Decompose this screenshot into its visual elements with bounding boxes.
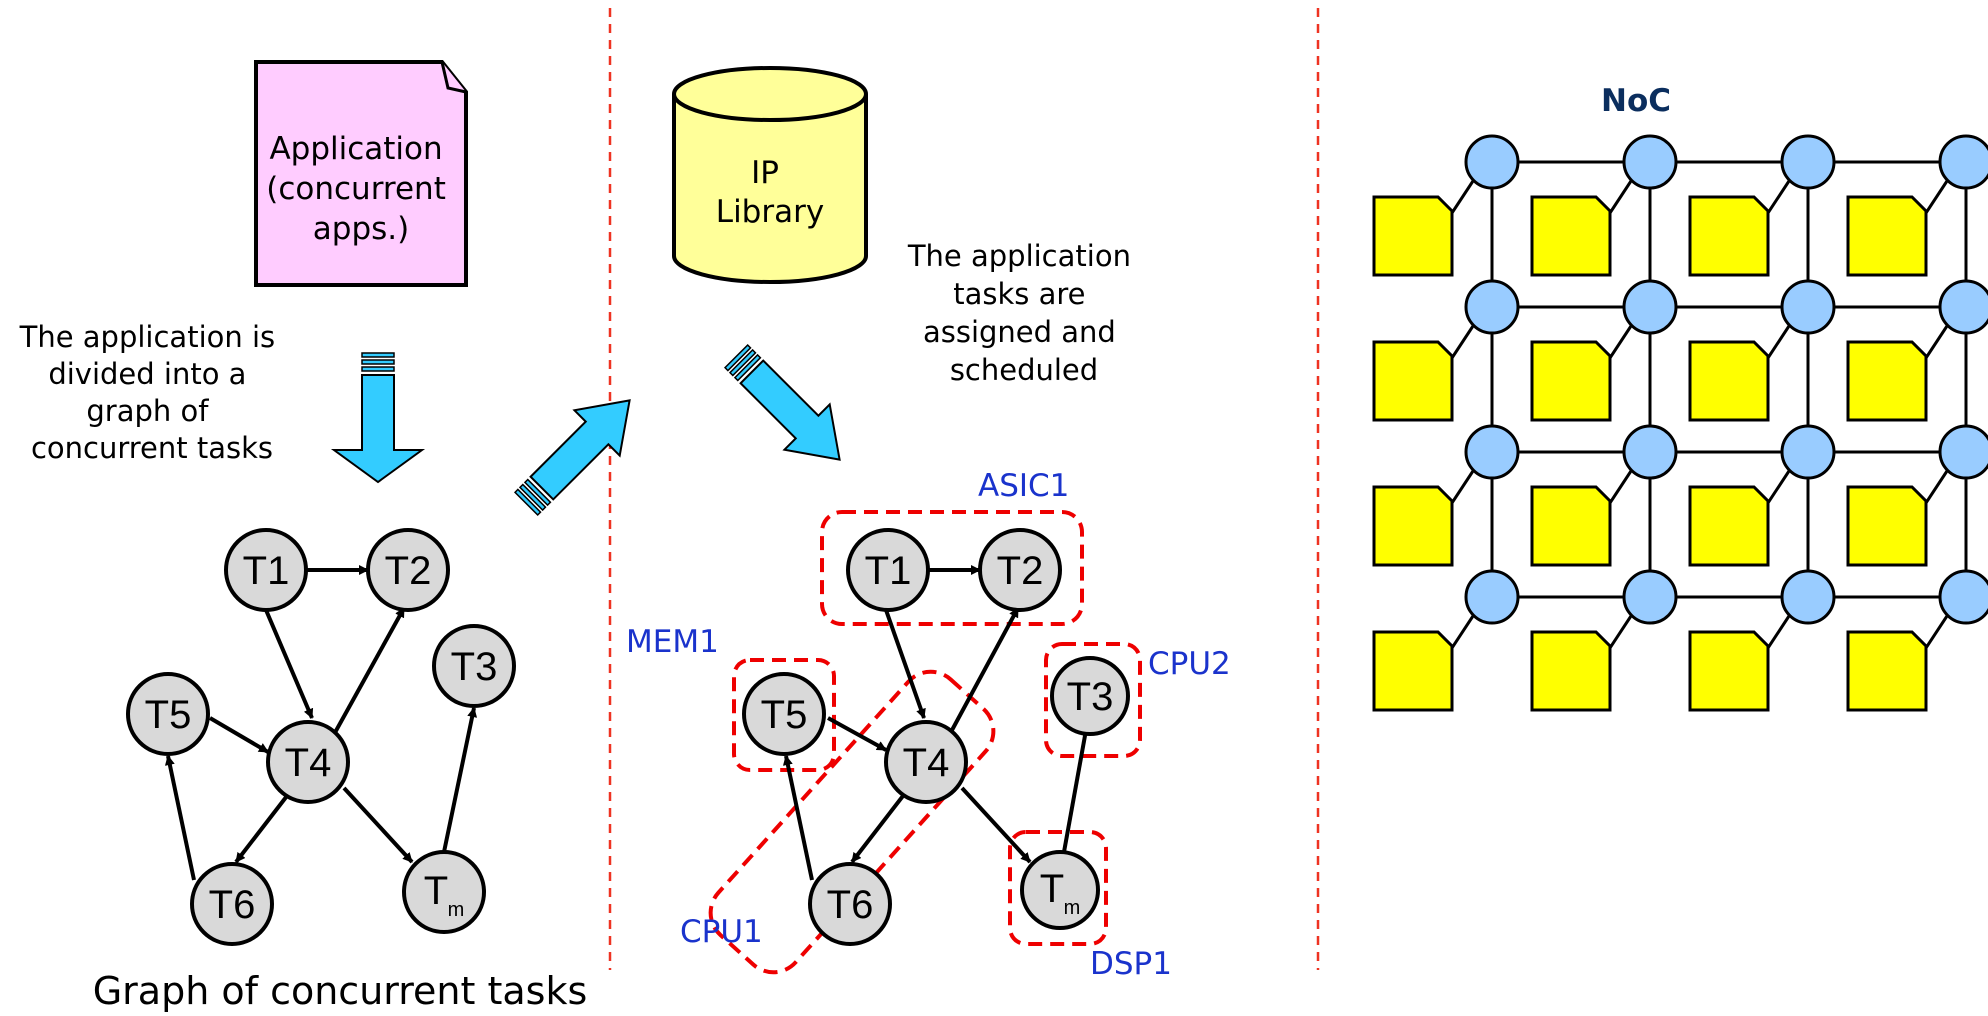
noc-core [1846,195,1928,277]
noc-router [1780,279,1836,335]
node-t5 [126,672,210,756]
mapped-label-t3: T3 [1067,675,1114,719]
group-label-mem1: MEM1 [626,624,719,660]
noc-router [1938,279,1988,335]
noc-core [1846,485,1928,567]
task-graph-left: T1 T2 T3 T4 T5 T6 T m [126,528,516,946]
svg-text:IP Library: IP Library [716,155,824,230]
group-label-cpu1: CPU1 [680,914,763,950]
noc-core [1530,485,1612,567]
noc-core [1530,195,1612,277]
label-t2: T2 [385,549,432,593]
label-tm-sub: m [448,899,465,921]
svg-text:Application (concurrent: Application (concurrent apps.) [266,131,455,247]
noc-core [1688,485,1770,567]
bottom-caption: Graph of concurrent tasks [93,969,588,1013]
noc-core [1530,630,1612,712]
assign-arrow-icon [723,343,841,461]
noc-router [1938,569,1988,625]
mapped-label-t4: T4 [903,741,950,785]
noc-core [1688,630,1770,712]
group-dsp1 [1008,830,1108,946]
divide-caption: The application is divided into a graph … [19,320,285,465]
noc-router [1622,279,1678,335]
group-label-dsp1: DSP1 [1090,946,1172,982]
application-document: Application (concurrent apps.) [254,60,468,287]
mapped-node-t3 [1050,656,1130,736]
mapped-node-t1 [846,528,930,612]
noc-core [1372,485,1454,567]
app-doc-line-2: (concurrent [266,171,446,207]
group-label-cpu2: CPU2 [1148,646,1231,682]
noc-router [1622,134,1678,190]
assign-caption: The application tasks are assigned and s… [907,239,1140,387]
noc-router [1464,569,1520,625]
ip-library-cylinder: IP Library [672,66,868,284]
mapped-label-t2: T2 [997,549,1044,593]
task-graph-mapped: T1 T2 T3 T4 T5 T6 T m ASIC1 MEM1 CPU2 CP… [626,468,1231,982]
mapped-label-tm-sub: m [1064,897,1081,919]
noc-title: NoC [1601,83,1671,119]
noc-router [1464,424,1520,480]
mapped-label-t5: T5 [761,693,808,737]
noc-router [1622,569,1678,625]
noc-router [1780,569,1836,625]
down-arrow-icon [330,352,426,484]
noc-core [1846,630,1928,712]
node-t1 [224,528,308,612]
node-tm [402,850,486,934]
noc-core [1372,630,1454,712]
node-t4 [266,720,350,804]
label-t3: T3 [451,645,498,689]
node-t6 [190,862,274,946]
mapped-node-t4 [884,720,968,804]
mapped-node-t2 [978,528,1062,612]
label-t6: T6 [209,883,256,927]
node-t2 [366,528,450,612]
noc-router [1780,424,1836,480]
noc-core [1530,340,1612,422]
app-doc-line-1: Application [269,131,442,167]
noc-grid [1372,134,1988,712]
library-line-2: Library [716,194,824,230]
group-asic1 [820,510,1084,626]
group-label-asic1: ASIC1 [978,468,1069,504]
nodes-mapped [742,528,1130,946]
app-doc-line-3: apps.) [313,211,409,247]
mapped-node-t6 [808,862,892,946]
mapped-label-t1: T1 [865,549,912,593]
noc-core [1846,340,1928,422]
noc-core [1688,195,1770,277]
mapped-node-t5 [742,672,826,756]
noc-router [1780,134,1836,190]
label-t5: T5 [145,693,192,737]
noc-core [1688,340,1770,422]
label-tm: T [424,869,448,913]
mapped-label-tm: T [1040,867,1064,911]
noc-router [1938,134,1988,190]
noc-core [1372,195,1454,277]
noc-core [1372,340,1454,422]
mapped-label-t6: T6 [827,883,874,927]
group-cpu2 [1044,642,1142,758]
noc-router [1938,424,1988,480]
library-line-1: IP [751,155,779,191]
group-mem1 [732,658,836,772]
diagonal-arrow-icon [513,399,631,517]
nodes-left [126,528,516,946]
noc-router [1464,134,1520,190]
node-t3 [432,624,516,708]
noc-router [1464,279,1520,335]
mapped-node-tm [1020,850,1100,930]
label-t1: T1 [243,549,290,593]
noc-router [1622,424,1678,480]
label-t4: T4 [285,741,332,785]
